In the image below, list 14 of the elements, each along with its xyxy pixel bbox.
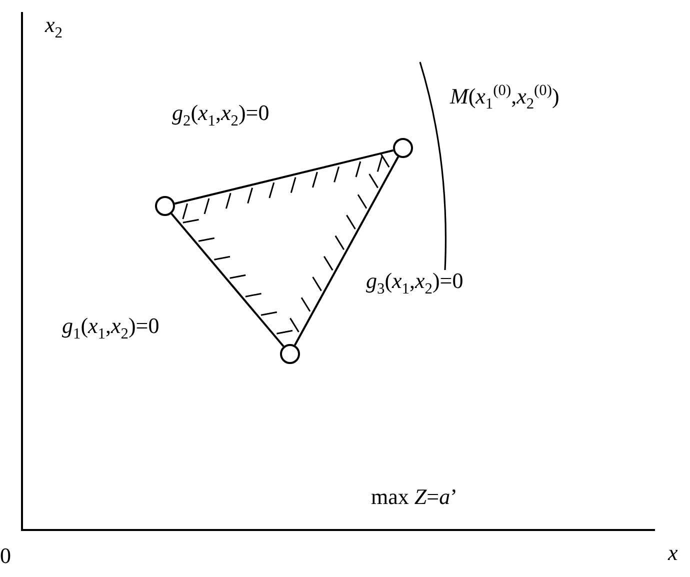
math-label: g$_{2}$(x$_{1}$,x$_{2}$)=0 bbox=[172, 100, 270, 131]
math-label: x bbox=[668, 540, 678, 566]
vertex-circle bbox=[280, 344, 300, 364]
vertex-circle bbox=[393, 138, 413, 158]
constraint-line bbox=[174, 149, 394, 205]
constraint-line bbox=[170, 213, 284, 347]
constraint-line bbox=[294, 156, 400, 346]
math-label: g$_{1}$(x$_{1}$,x$_{2}$)=0 bbox=[62, 313, 160, 344]
math-label: x$_{2}$ bbox=[45, 12, 62, 43]
math-label: max Z=a’ bbox=[371, 484, 458, 510]
vertex-circle bbox=[155, 196, 175, 216]
math-label: 0 bbox=[0, 543, 11, 570]
math-label: g$_{3}$(x$_{1}$,x$_{2}$)=0 bbox=[366, 268, 464, 299]
math-label: M(x$_{1}$$^{(0)}$,x$_{2}$$^{(0)}$) bbox=[450, 82, 560, 114]
